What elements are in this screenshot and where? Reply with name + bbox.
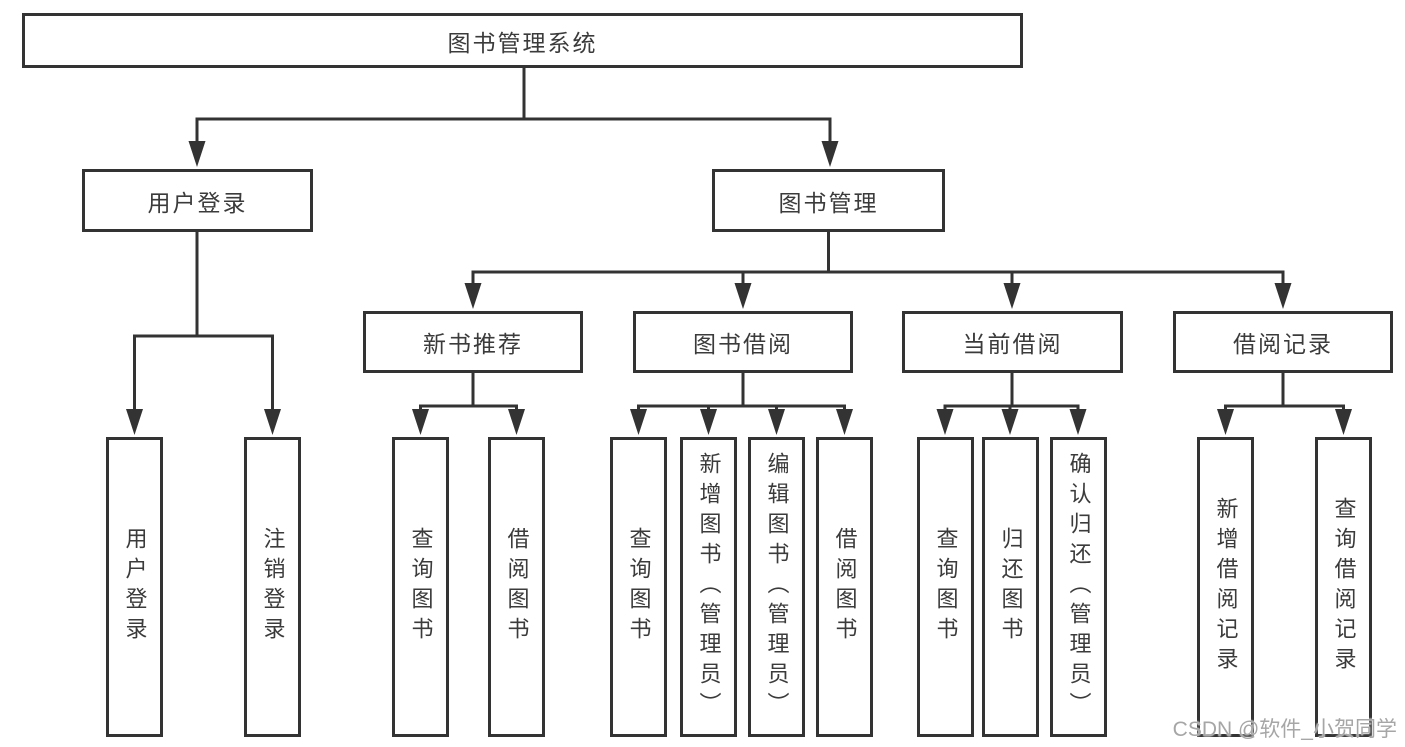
leaf-logout: 注销登录 — [244, 437, 301, 737]
leaf-label: 编辑图书（管理员） — [764, 452, 790, 722]
leaf-query-books: 查询图书 — [392, 437, 449, 737]
leaf-label: 新增图书（管理员） — [696, 452, 722, 722]
leaf-add-borrow-record: 新增借阅记录 — [1197, 437, 1254, 737]
leaf-label: 借阅图书 — [504, 527, 530, 647]
leaf-label: 确认归还（管理员） — [1066, 452, 1092, 722]
node-book-borrowing: 图书借阅 — [633, 311, 853, 373]
node-user-login: 用户登录 — [82, 169, 313, 232]
leaf-label: 借阅图书 — [832, 527, 858, 647]
arrowhead-icons — [126, 141, 1352, 435]
leaf-query-books: 查询图书 — [610, 437, 667, 737]
leaf-query-books: 查询图书 — [917, 437, 974, 737]
arrow-down-icon — [1001, 409, 1019, 435]
leaf-borrow-books: 借阅图书 — [816, 437, 873, 737]
arrow-down-icon — [1274, 283, 1292, 309]
leaf-edit-book-admin: 编辑图书（管理员） — [748, 437, 805, 737]
leaf-label: 查询图书 — [408, 527, 434, 647]
node-borrowing-records: 借阅记录 — [1173, 311, 1393, 373]
leaf-user-login: 用户登录 — [106, 437, 163, 737]
arrow-down-icon — [836, 409, 853, 435]
node-book-management: 图书管理 — [712, 169, 945, 232]
node-label: 新书推荐 — [423, 331, 523, 357]
node-label: 图书管理 — [778, 189, 879, 216]
root-node-label: 图书管理系统 — [447, 29, 598, 56]
arrow-down-icon — [126, 409, 143, 435]
leaf-return-book: 归还图书 — [982, 437, 1039, 737]
leaf-confirm-return-admin: 确认归还（管理员） — [1050, 437, 1107, 737]
node-label: 用户登录 — [147, 189, 248, 216]
arrow-down-icon — [700, 409, 717, 435]
arrow-down-icon — [1335, 409, 1352, 435]
leaf-label: 查询借阅记录 — [1331, 497, 1357, 677]
arrow-down-icon — [734, 283, 752, 309]
leaf-query-borrow-record: 查询借阅记录 — [1315, 437, 1372, 737]
arrow-down-icon — [1069, 409, 1087, 435]
leaf-label: 新增借阅记录 — [1213, 497, 1239, 677]
arrow-down-icon — [508, 409, 525, 435]
node-label: 图书借阅 — [693, 331, 793, 357]
arrow-down-icon — [188, 141, 206, 167]
node-label: 借阅记录 — [1233, 331, 1333, 357]
leaf-label: 用户登录 — [122, 527, 148, 647]
csdn-watermark: CSDN @软件_小贺同学 — [1172, 718, 1397, 741]
arrow-down-icon — [1003, 283, 1021, 309]
arrow-down-icon — [412, 409, 429, 435]
leaf-label: 注销登录 — [260, 527, 286, 647]
arrow-down-icon — [264, 409, 281, 435]
arrow-down-icon — [1217, 409, 1234, 435]
leaf-label: 查询图书 — [626, 527, 652, 647]
arrow-down-icon — [936, 409, 954, 435]
arrow-down-icon — [821, 141, 839, 167]
node-current-borrowing: 当前借阅 — [902, 311, 1123, 373]
arrow-down-icon — [464, 283, 482, 309]
leaf-label: 归还图书 — [998, 527, 1024, 647]
arrow-down-icon — [630, 409, 647, 435]
root-node-library-system: 图书管理系统 — [22, 13, 1023, 68]
leaf-add-book-admin: 新增图书（管理员） — [680, 437, 737, 737]
connector-paths — [133, 68, 1345, 414]
leaf-label: 查询图书 — [933, 527, 959, 647]
leaf-borrow-books: 借阅图书 — [488, 437, 545, 737]
node-new-book-recommend: 新书推荐 — [363, 311, 583, 373]
node-label: 当前借阅 — [962, 331, 1063, 357]
arrow-down-icon — [768, 409, 785, 435]
